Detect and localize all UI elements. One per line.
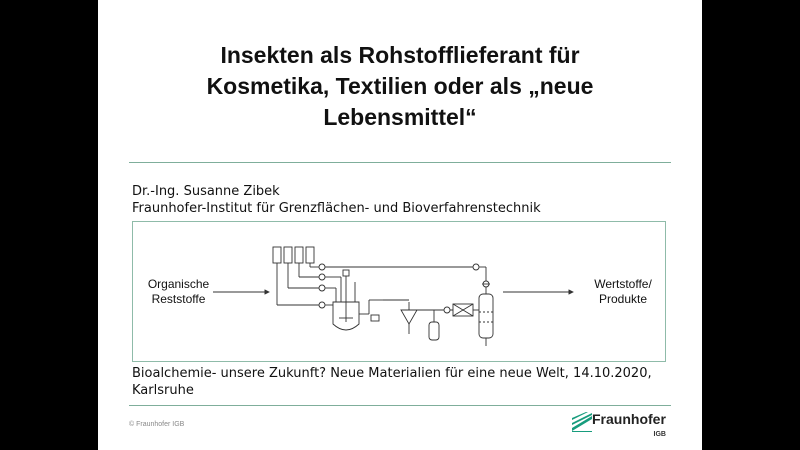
distillation-column bbox=[478, 293, 494, 339]
storage-tanks bbox=[272, 246, 315, 264]
title-line-3: Lebensmittel“ bbox=[323, 104, 477, 130]
input-label-line-1: Organische bbox=[147, 277, 210, 291]
fraunhofer-logo-mark-icon bbox=[572, 412, 592, 432]
top-divider bbox=[129, 162, 671, 163]
event-line-1: Bioalchemie- unsere Zukunft? Neue Materi… bbox=[132, 366, 652, 381]
author-institute: Fraunhofer-Institut für Grenzflächen- un… bbox=[132, 201, 541, 216]
title-line-1: Insekten als Rohstofflieferant für bbox=[220, 42, 580, 68]
process-figure: Organische Reststoffe Wertstoffe/ Produk… bbox=[132, 221, 666, 362]
output-label-line-2: Produkte bbox=[598, 292, 648, 306]
input-label: Organische Reststoffe bbox=[141, 277, 216, 307]
author-name: Dr.-Ing. Susanne Zibek bbox=[132, 184, 280, 199]
input-label-line-2: Reststoffe bbox=[151, 292, 206, 306]
logo-institute-abbrev: IGB bbox=[653, 431, 666, 438]
separator-funnel bbox=[400, 309, 418, 325]
event-block: Bioalchemie- unsere Zukunft? Neue Materi… bbox=[132, 365, 652, 399]
event-line-2: Karlsruhe bbox=[132, 383, 194, 398]
slide: Insekten als Rohstofflieferant für Kosme… bbox=[98, 0, 702, 450]
process-flow-diagram bbox=[213, 246, 574, 346]
author-block: Dr.-Ing. Susanne Zibek Fraunhofer-Instit… bbox=[132, 183, 541, 217]
copyright-text: © Fraunhofer IGB bbox=[129, 421, 185, 428]
slide-title: Insekten als Rohstofflieferant für Kosme… bbox=[128, 40, 672, 133]
collection-vessel bbox=[428, 321, 440, 341]
fraunhofer-logo: Fraunhofer IGB bbox=[570, 411, 670, 445]
output-label-line-1: Wertstoffe/ bbox=[594, 277, 652, 291]
title-line-2: Kosmetika, Textilien oder als „neue bbox=[206, 73, 594, 99]
output-label: Wertstoffe/ Produkte bbox=[583, 277, 663, 307]
bottom-divider bbox=[129, 405, 671, 406]
logo-wordmark: Fraunhofer bbox=[592, 411, 666, 427]
